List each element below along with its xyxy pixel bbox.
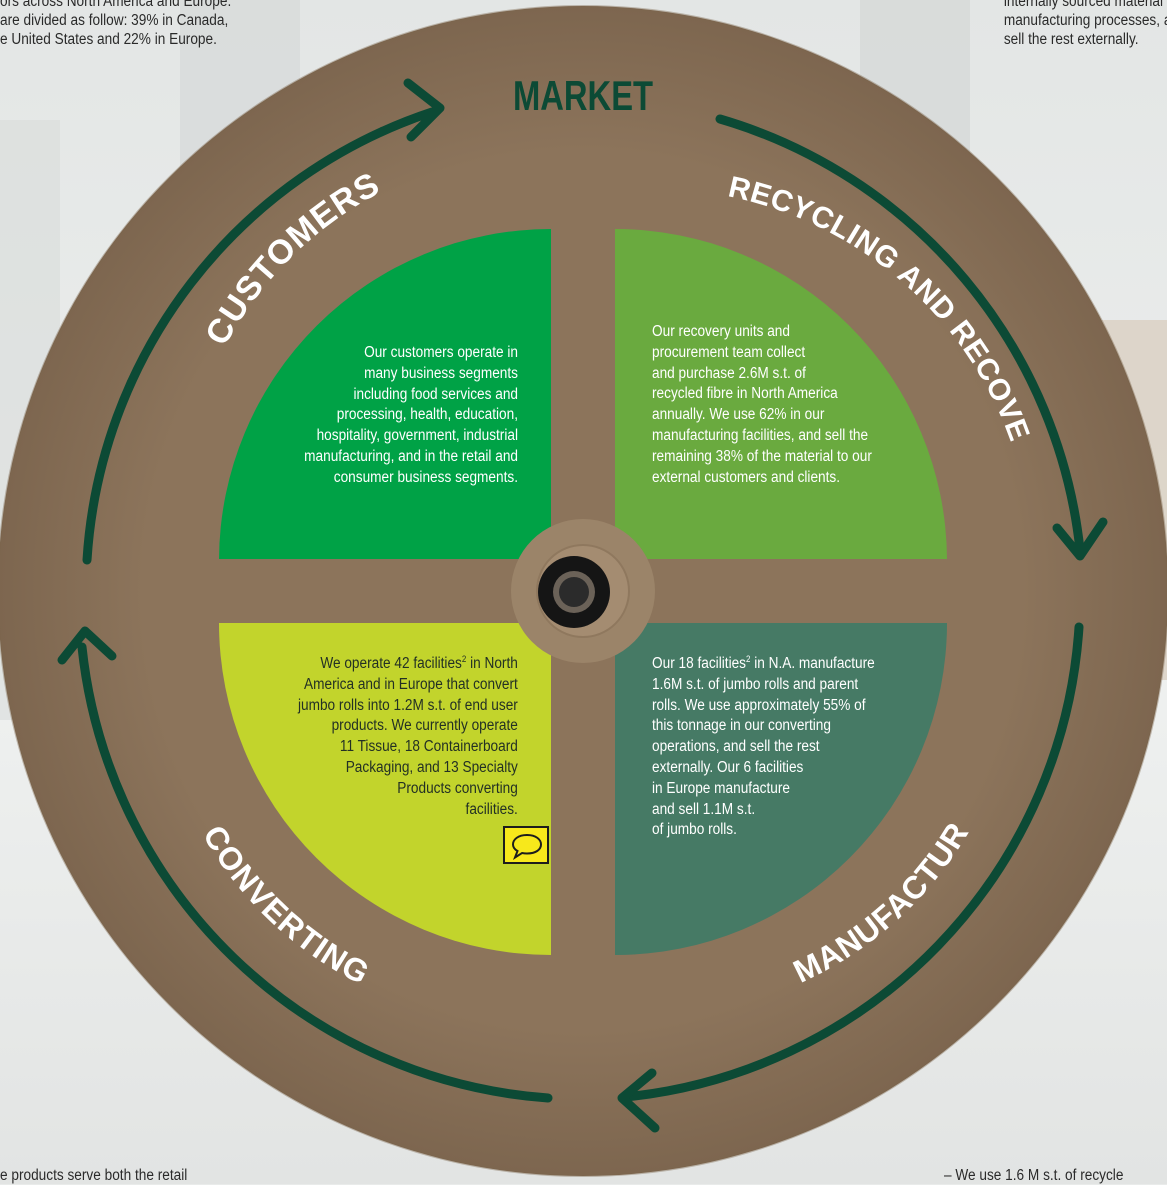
customers-line: many business segments xyxy=(364,364,518,382)
customers-line: hospitality, government, industrial xyxy=(316,427,518,445)
manufacturing-line-part: in N.A. manufacture xyxy=(750,655,875,672)
manufacturing-line: of jumbo rolls. xyxy=(652,821,737,839)
converting-line: Packaging, and 13 Specialty xyxy=(345,758,518,776)
footnote-marker: 2 xyxy=(746,654,751,664)
arrowhead-customers xyxy=(57,626,117,665)
manufacturing-line: rolls. We use approximately 55% of xyxy=(652,696,866,714)
customers-description: Our customers operate in many business s… xyxy=(304,343,518,489)
manufacturing-line: this tonnage in our converting xyxy=(652,717,831,735)
customers-line: including food services and xyxy=(353,385,518,403)
recycling-line: manufacturing facilities, and sell the xyxy=(652,426,869,444)
arrowhead-converting xyxy=(617,1068,660,1133)
converting-line: We operate 42 facilities2 in North xyxy=(298,654,518,675)
cycle-arrows xyxy=(57,78,1108,1133)
annotation-note-button[interactable] xyxy=(503,826,549,864)
recycling-line: recycled fibre in North America xyxy=(652,385,838,403)
converting-line-part: in North xyxy=(466,655,518,672)
arrow-converting-to-customers xyxy=(77,642,553,1103)
bottom-left-text: e products serve both the retail xyxy=(0,1167,188,1184)
recycling-line: and purchase 2.6M s.t. of xyxy=(652,364,806,382)
arrow-customers-to-market xyxy=(82,107,437,565)
manufacturing-line: 1.6M s.t. of jumbo rolls and parent xyxy=(652,675,859,693)
top-left-line: ors across North America and Europe. xyxy=(0,0,232,10)
arrowhead-market xyxy=(403,78,445,142)
converting-description: We operate 42 facilities2 in North Ameri… xyxy=(298,654,518,820)
manufacturing-line: Our 18 facilities2 in N.A. manufacture xyxy=(652,654,875,675)
converting-line-part: We operate 42 facilities xyxy=(320,655,463,672)
bottom-right-text: – We use 1.6 M s.t. of recycle xyxy=(944,1167,1124,1184)
quadrant-recycling xyxy=(615,229,947,559)
manufacturing-description: Our 18 facilities2 in N.A. manufacture 1… xyxy=(652,654,875,841)
top-left-line: are divided as follow: 39% in Canada, xyxy=(0,12,229,29)
top-left-text: ors across North America and Europe. are… xyxy=(0,0,231,49)
converting-line: facilities. xyxy=(465,800,518,818)
top-left-line: e United States and 22% in Europe. xyxy=(0,31,217,48)
recycling-line: annually. We use 62% in our xyxy=(652,406,825,424)
customers-line: manufacturing, and in the retail and xyxy=(304,447,518,465)
market-label: MARKET xyxy=(513,72,653,119)
manufacturing-line: operations, and sell the rest xyxy=(652,738,820,756)
manufacturing-line: in Europe manufacture xyxy=(652,779,791,797)
top-right-line: internally sourced material xyxy=(1003,0,1163,10)
recycling-line: external customers and clients. xyxy=(652,468,841,486)
customers-line: processing, health, education, xyxy=(336,406,518,424)
customers-line: consumer business segments. xyxy=(333,468,518,486)
quadrant-manufacturing xyxy=(615,623,947,955)
footnote-marker: 2 xyxy=(462,654,467,664)
top-right-line: sell the rest externally. xyxy=(1003,31,1139,48)
quadrant-converting xyxy=(219,623,551,955)
manufacturing-line-part: Our 18 facilities xyxy=(652,655,747,672)
speech-bubble-icon xyxy=(511,833,543,860)
recycling-description: Our recovery units and procurement team … xyxy=(652,322,872,488)
manufacturing-line: and sell 1.1M s.t. xyxy=(652,800,756,818)
converting-line: America and in Europe that convert xyxy=(304,675,518,693)
arrowhead-manufacturing xyxy=(1052,517,1108,561)
converting-line: 11 Tissue, 18 Containerboard xyxy=(340,738,518,756)
customers-line: Our customers operate in xyxy=(364,344,518,361)
top-right-text: internally sourced material manufacturin… xyxy=(1003,0,1167,49)
converting-line: Products converting xyxy=(397,779,518,797)
top-right-line: manufacturing processes, a xyxy=(1003,12,1167,29)
arrow-market-to-manufacturing xyxy=(715,114,1085,555)
recycling-line: Our recovery units and xyxy=(652,323,790,340)
arrow-manufacturing-to-converting xyxy=(620,622,1084,1102)
converting-line: jumbo rolls into 1.2M s.t. of end user xyxy=(298,696,518,714)
quadrant-customers xyxy=(219,228,551,559)
recycling-line: procurement team collect xyxy=(652,343,806,361)
recycling-line: remaining 38% of the material to our xyxy=(652,447,872,465)
manufacturing-line: externally. Our 6 facilities xyxy=(652,758,804,776)
converting-line: products. We currently operate xyxy=(331,717,518,735)
